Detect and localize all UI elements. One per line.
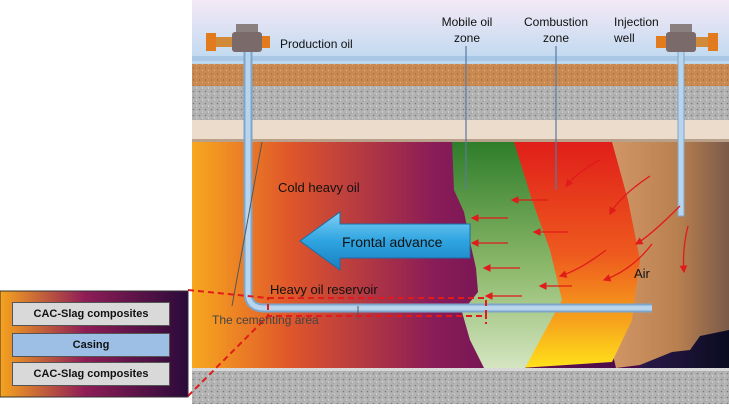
- surface-pipeline: [192, 56, 729, 61]
- combustion-zone-label: Combustion zone: [523, 15, 589, 45]
- soil-layer: [192, 64, 729, 86]
- frontal-advance-arrow: [299, 211, 471, 271]
- injection-well: [677, 47, 685, 217]
- inset-layer-casing: Casing: [12, 333, 170, 357]
- mobile-oil-zone: [452, 142, 562, 370]
- cap-layer: [192, 120, 729, 140]
- production-oil-label: Production oil: [280, 37, 353, 51]
- rock-layer-bottom: [192, 370, 729, 404]
- heavy-oil-reservoir-label: Heavy oil reservoir: [270, 282, 378, 297]
- mobile-oil-zone-label: Mobile oil zone: [441, 15, 493, 45]
- cold-heavy-oil-label: Cold heavy oil: [278, 180, 360, 195]
- rock-layer-top: [192, 86, 729, 120]
- flow-arrows: [470, 196, 572, 300]
- frontal-advance-label: Frontal advance: [342, 234, 443, 250]
- injection-wellhead: [656, 24, 718, 52]
- cementing-area-label: The cementing area: [212, 313, 319, 327]
- cementing-highlight: [267, 297, 487, 317]
- sky-band: [192, 0, 729, 64]
- air-label: Air: [634, 266, 650, 281]
- production-wellhead: [206, 24, 270, 52]
- inset-layer-top: CAC-Slag composites: [12, 302, 170, 326]
- air-flow-arrows: [558, 159, 689, 282]
- injection-well-label: Injection well: [614, 15, 659, 45]
- inset-layer-bottom: CAC-Slag composites: [12, 362, 170, 386]
- cementing-leader-1: [231, 141, 263, 307]
